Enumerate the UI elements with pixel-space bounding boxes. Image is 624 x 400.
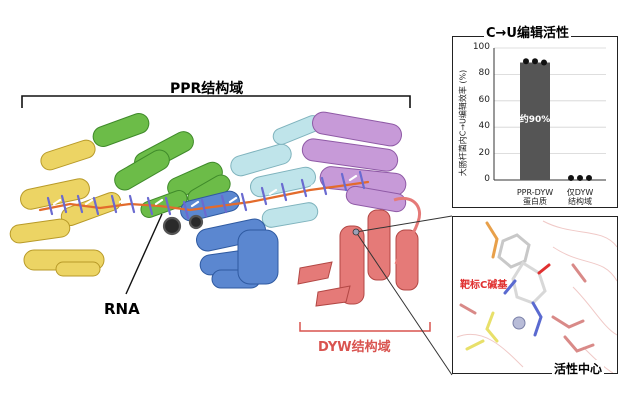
active-center-structure (453, 217, 618, 374)
data-point-1-2 (586, 175, 592, 181)
data-point-0-2 (541, 60, 547, 66)
data-point-1-1 (577, 175, 583, 181)
data-point-1-0 (568, 175, 574, 181)
active-center-panel (452, 216, 618, 374)
active-center-label: 活性中心 (552, 360, 604, 377)
data-point-0-1 (532, 58, 538, 64)
data-point-0-0 (523, 58, 529, 64)
bar-annotation: 约90% (520, 113, 551, 125)
target-c-base-label: 靶标C碱基 (460, 276, 507, 291)
zinc-ion (513, 317, 525, 329)
